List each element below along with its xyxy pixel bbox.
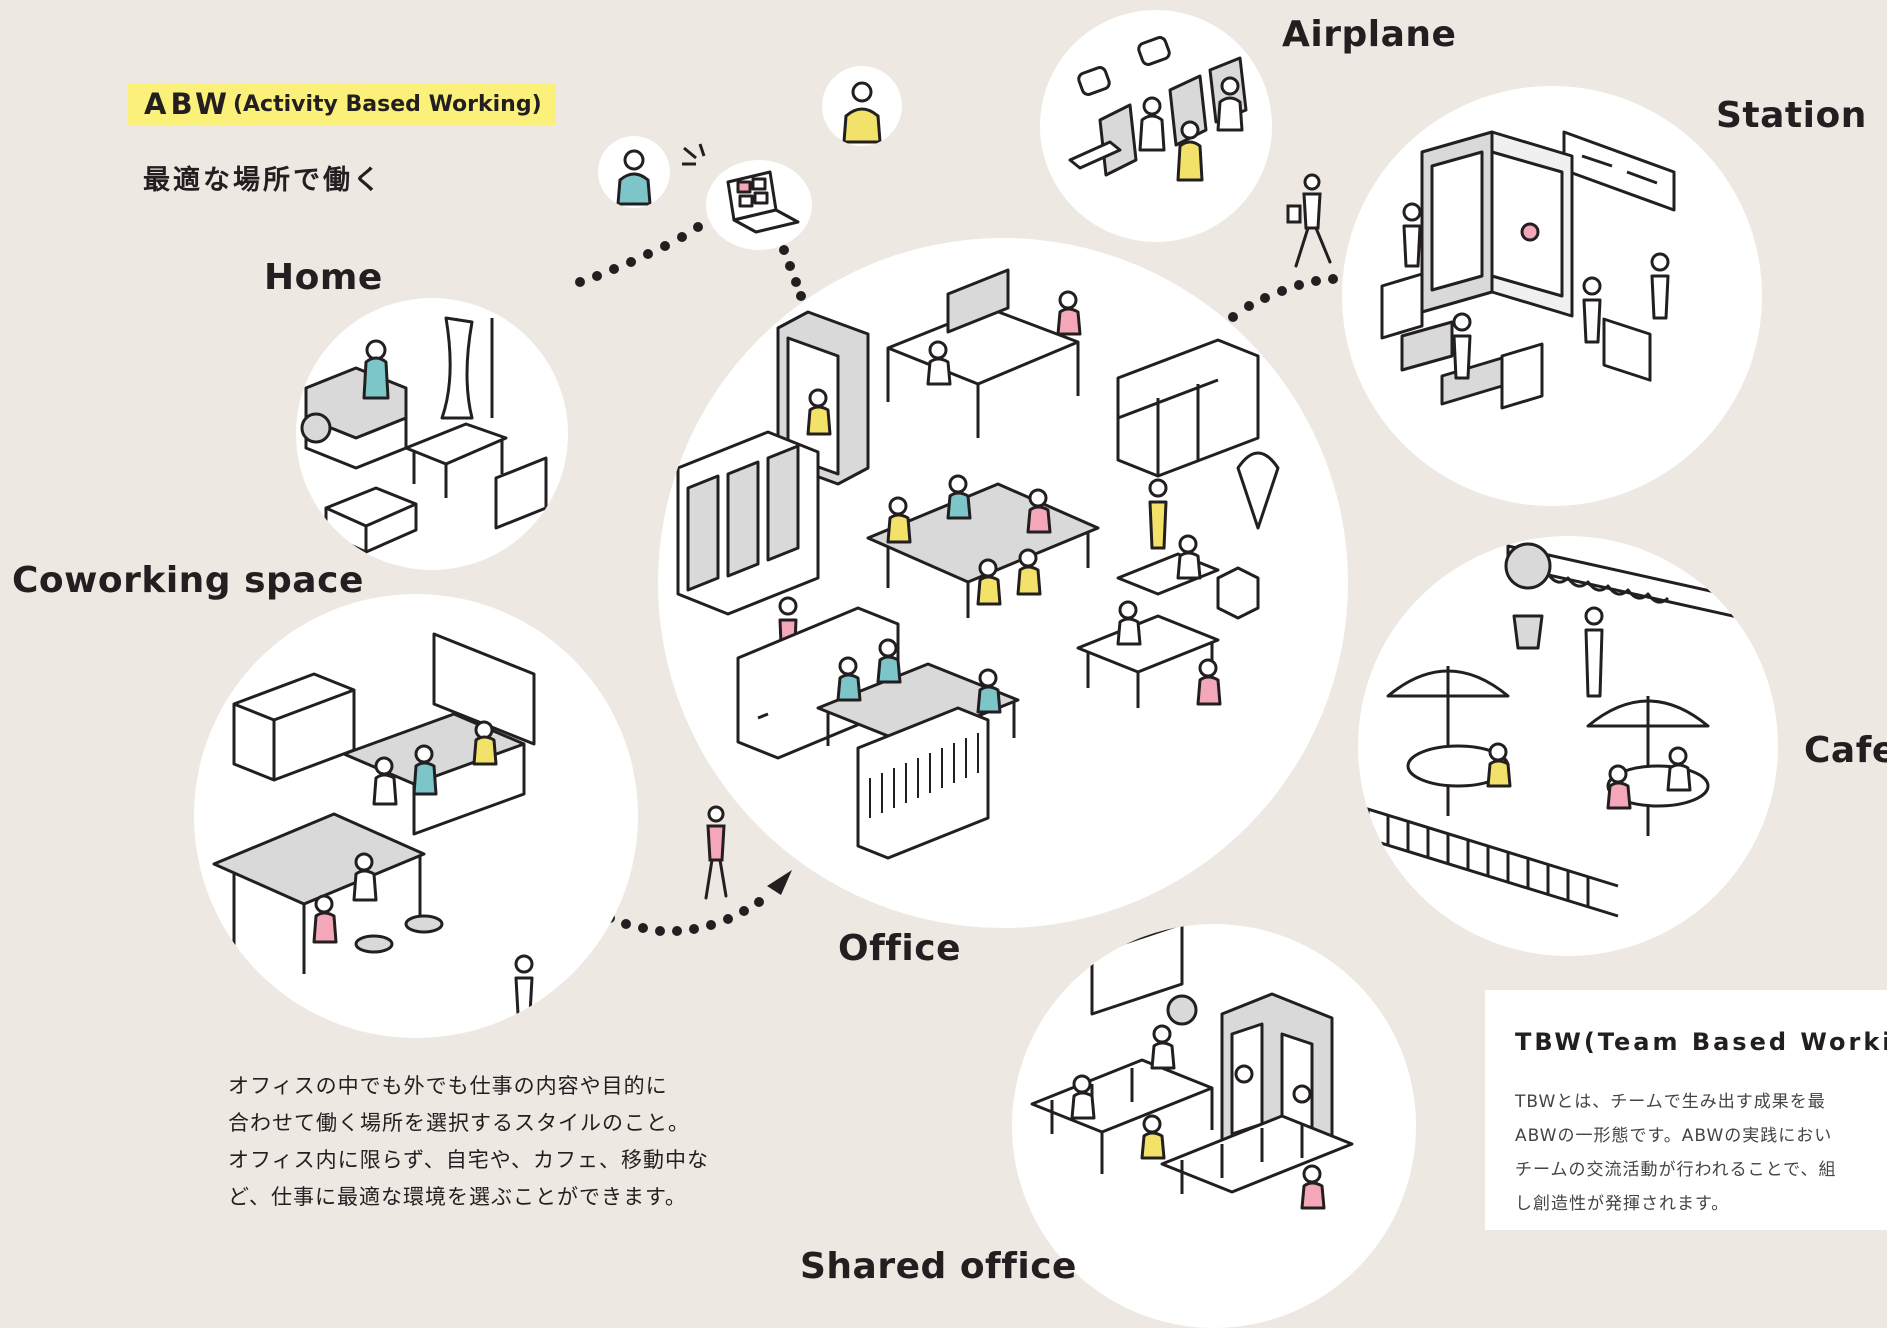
- label-home: Home: [264, 257, 383, 298]
- walking-person-icon: [1286, 173, 1332, 268]
- tbw-body-line: TBWとは、チームで生み出す成果を最: [1515, 1092, 1826, 1112]
- tbw-panel: TBW(Team Based Worki TBWとは、チームで生み出す成果を最 …: [1485, 990, 1887, 1230]
- video-call-bubble: [706, 160, 812, 250]
- label-shared-office: Shared office: [800, 1246, 1077, 1287]
- arrowhead-office: [767, 870, 792, 895]
- cafe-illustration: [1358, 542, 1778, 918]
- walking-person-pink-icon: [704, 805, 728, 900]
- abw-tag-main: ABW: [144, 87, 231, 121]
- office-illustration: [676, 268, 1280, 860]
- station-scene: [1342, 86, 1762, 506]
- label-coworking: Coworking space: [12, 560, 364, 601]
- tbw-body-line: チームの交流活動が行われることで、組: [1515, 1160, 1837, 1180]
- abw-subtitle: 最適な場所で働く: [143, 165, 383, 196]
- abw-body-line: オフィスの中でも外でも仕事の内容や目的に: [228, 1074, 668, 1098]
- coworking-scene: [194, 594, 638, 1038]
- tbw-body-line: ABWの一形態です。ABWの実践におい: [1515, 1126, 1833, 1146]
- label-station: Station: [1716, 95, 1867, 136]
- tbw-body-line: し創造性が発揮されます。: [1515, 1194, 1730, 1214]
- shared-office-scene: [1012, 924, 1416, 1328]
- tbw-body-text: TBWとは、チームで生み出す成果を最 ABWの一形態です。ABWの実践におい チ…: [1515, 1085, 1836, 1221]
- person-yellow-icon: [842, 81, 882, 144]
- person-teal-icon: [616, 149, 652, 206]
- abw-body-line: オフィス内に限らず、自宅や、カフェ、移動中な: [228, 1148, 710, 1172]
- label-cafe: Cafe: [1804, 730, 1887, 771]
- laptop-video-call-icon: [726, 170, 800, 234]
- person-bubble-right: [822, 66, 902, 146]
- label-office: Office: [838, 928, 962, 969]
- home-scene: [296, 298, 568, 570]
- tbw-title: TBW(Team Based Worki: [1515, 1028, 1887, 1056]
- station-illustration: [1380, 130, 1676, 410]
- office-scene: [658, 238, 1348, 928]
- abw-tag: ABW (Activity Based Working): [128, 83, 556, 125]
- home-illustration: [300, 316, 548, 554]
- abw-body-line: 合わせて働く場所を選択するスタイルのこと。: [228, 1111, 690, 1135]
- abw-tag-paren: (Activity Based Working): [232, 91, 542, 117]
- signal-lines-icon: [682, 143, 706, 166]
- dots-call-to-office: [779, 245, 806, 301]
- cafe-scene: [1358, 536, 1778, 956]
- label-airplane: Airplane: [1282, 14, 1457, 55]
- shared-office-illustration: [1030, 924, 1354, 1210]
- abw-body-line: ど、仕事に最適な環境を選ぶことができます。: [228, 1185, 687, 1209]
- dots-home-to-call: [575, 222, 703, 287]
- airplane-scene: [1040, 10, 1272, 242]
- airplane-illustration: [1068, 36, 1248, 182]
- coworking-illustration: [212, 632, 536, 1016]
- person-bubble-left: [598, 136, 670, 208]
- abw-body-text: オフィスの中でも外でも仕事の内容や目的に 合わせて働く場所を選択するスタイルのこ…: [228, 1068, 709, 1216]
